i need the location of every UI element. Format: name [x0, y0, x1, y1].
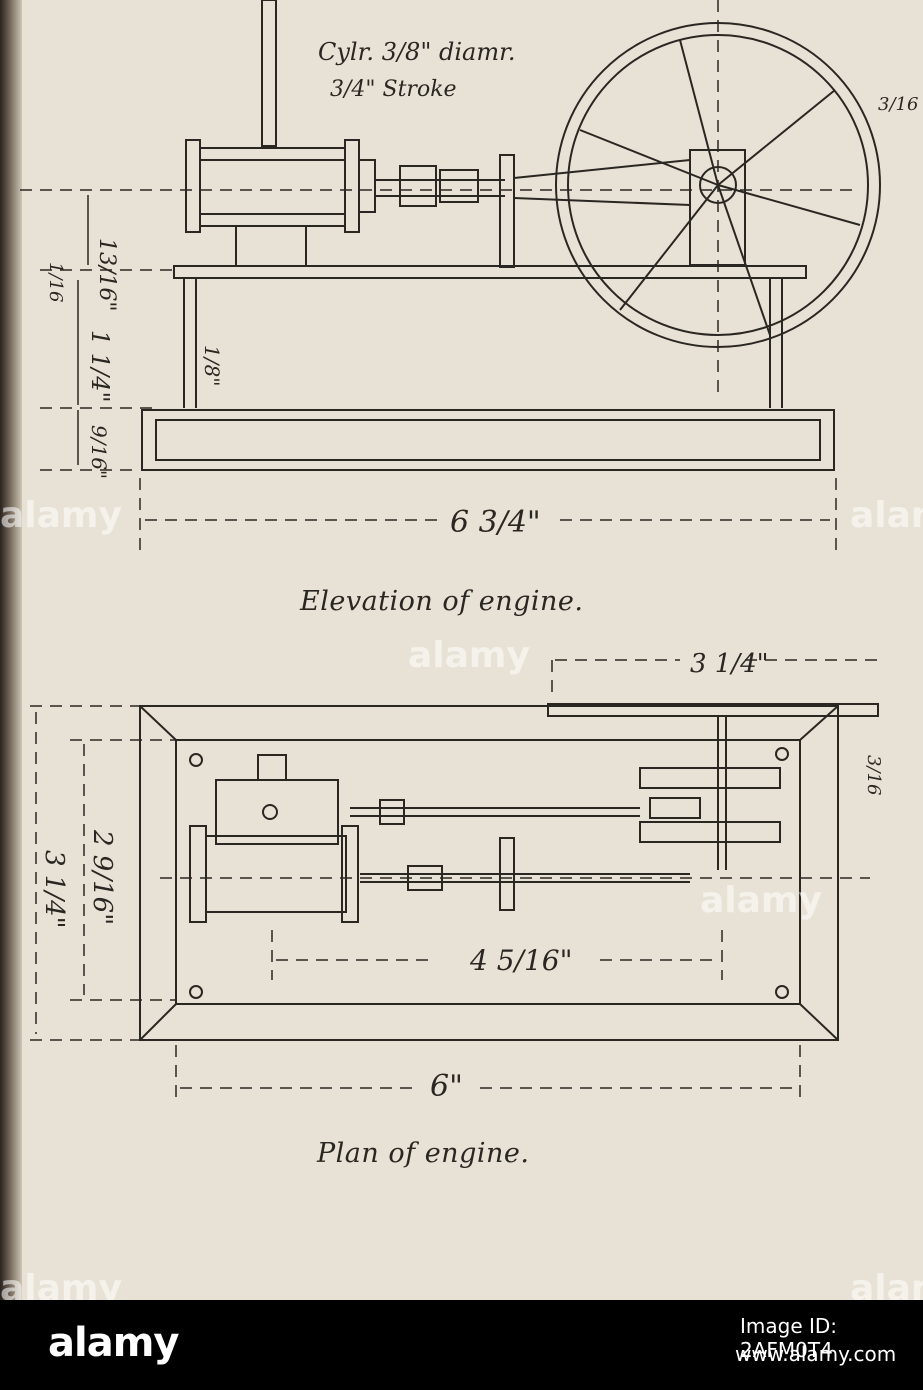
footer-bar: alamy Image ID: 2AFM0T4 www.alamy.com	[0, 1300, 923, 1390]
plan-cylinder	[205, 835, 347, 913]
dim-cylinder-height: 13/16"	[94, 238, 119, 312]
elevation-view	[20, 0, 881, 550]
dim-standoff-height: 1 1/4"	[86, 330, 114, 403]
dim-plan-inner-width: 2 9/16"	[87, 829, 117, 925]
cylinder-note-line1: Cylr. 3/8" diamr.	[318, 38, 516, 66]
plan-base-inner	[175, 739, 801, 1005]
plan-bearing-bottom	[639, 821, 781, 843]
exhaust-pipe	[261, 0, 277, 147]
dim-flywheel-thickness: 3/16	[863, 755, 884, 795]
dim-plan-length: 6"	[430, 1069, 463, 1104]
bed-plate	[173, 265, 807, 279]
dim-base-height: 9/16"	[87, 425, 111, 479]
cylinder-note-line2: 3/4" Stroke	[330, 77, 457, 102]
base-block	[141, 409, 835, 471]
plan-flywheel	[547, 703, 879, 717]
alamy-logo[interactable]: alamy	[48, 1320, 179, 1366]
footer-url[interactable]: www.alamy.com	[735, 1342, 897, 1366]
book-spine-shadow	[0, 0, 22, 1300]
crosshead	[399, 165, 437, 207]
cylinder-back-flange	[344, 139, 360, 233]
dim-center-distance: 4 5/16"	[469, 944, 572, 977]
dim-standoff-diameter: 1/8"	[200, 345, 224, 386]
plan-bearing-top	[639, 767, 781, 789]
drawing-page: Cylr. 3/8" diamr. 3/4" Stroke 6 3/4" 13/…	[0, 0, 923, 1300]
dim-plate-thickness: 1/16	[45, 262, 66, 302]
engine-drawing: Cylr. 3/8" diamr. 3/4" Stroke 6 3/4" 13/…	[20, 0, 918, 1104]
plan-guide-standard	[499, 837, 515, 911]
plan-view	[30, 659, 880, 1100]
guide-standard	[499, 154, 515, 268]
dim-flywheel-rim: 3/16	[878, 94, 918, 115]
plan-caption: Plan of engine.	[317, 1138, 530, 1169]
cylinder-foot	[235, 225, 307, 267]
dim-plan-width: 3 1/4"	[39, 850, 69, 929]
image-id: Image ID: 2AFM0T4	[740, 1314, 838, 1362]
dim-elevation-length: 6 3/4"	[450, 505, 541, 540]
plan-base-outer	[139, 705, 839, 1041]
elevation-caption: Elevation of engine.	[300, 586, 584, 617]
dim-flywheel-offset: 3 1/4"	[690, 649, 769, 679]
cylinder-front-flange	[185, 139, 201, 233]
